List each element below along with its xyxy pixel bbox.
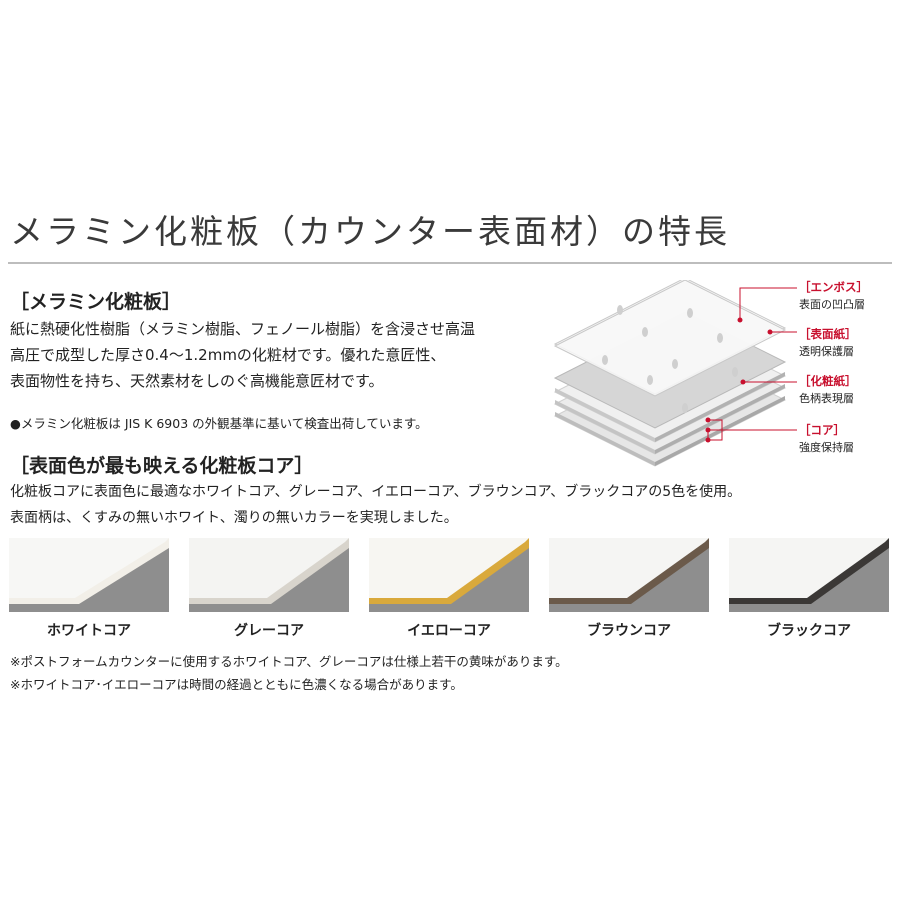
callout-emboss-name: ［エンボス］ bbox=[799, 280, 868, 294]
melamine-text-line-1: 紙に熱硬化性樹脂（メラミン樹脂、フェノール樹脂）を含浸させ高温 bbox=[10, 320, 476, 338]
callout-decor-desc: 色柄表現層 bbox=[799, 392, 854, 405]
emboss-layer bbox=[553, 279, 787, 397]
core-label-gray: グレーコア bbox=[234, 623, 304, 639]
page-title: メラミン化粧板（カウンター表面材）の特長 bbox=[10, 212, 730, 251]
core-swatch-black bbox=[729, 538, 889, 612]
melamine-heading: ［メラミン化粧板］ bbox=[10, 291, 182, 313]
callout-core-desc: 強度保持層 bbox=[799, 441, 854, 454]
callout-decor: ［化粧紙］ 色柄表現層 bbox=[799, 373, 857, 407]
jis-note: ●メラミン化粧板は JIS K 6903 の外観基準に基いて検査出荷しています。 bbox=[10, 416, 428, 431]
callout-overlay-name: ［表面紙］ bbox=[799, 327, 857, 341]
callout-decor-name: ［化粧紙］ bbox=[799, 374, 857, 388]
melamine-text-line-3: 表面物性を持ち、天然素材をしのぐ高機能意匠材です。 bbox=[10, 372, 384, 390]
footnote-1: ※ポストフォームカウンターに使用するホワイトコア、グレーコアは仕様上若干の黄味が… bbox=[10, 654, 568, 669]
core-label-white: ホワイトコア bbox=[47, 623, 131, 639]
core-swatch-gray bbox=[189, 538, 349, 612]
callout-dots bbox=[705, 317, 773, 443]
core-label-brown: ブラウンコア bbox=[587, 623, 671, 639]
title-divider bbox=[8, 262, 892, 264]
callout-emboss-desc: 表面の凹凸層 bbox=[799, 298, 865, 311]
core-swatch-yellow bbox=[369, 538, 529, 612]
droplet-icons bbox=[602, 305, 738, 413]
core-label-black: ブラックコア bbox=[767, 623, 851, 639]
footnote-2: ※ホワイトコア･イエローコアは時間の経過とともに色濃くなる場合があります。 bbox=[10, 677, 463, 692]
core-swatch-white bbox=[9, 538, 169, 612]
core-heading: ［表面色が最も映える化粧板コア］ bbox=[10, 455, 314, 477]
callout-overlay-desc: 透明保護層 bbox=[799, 345, 854, 358]
layer-diagram bbox=[545, 277, 895, 470]
melamine-text-line-2: 高圧で成型した厚さ0.4～1.2mmの化粧材です。優れた意匠性、 bbox=[10, 346, 446, 364]
core-label-yellow: イエローコア bbox=[407, 623, 491, 639]
callout-core: ［コア］ 強度保持層 bbox=[799, 422, 854, 456]
core-text-line-2: 表面柄は、くすみの無いホワイト、濁りの無いカラーを実現しました。 bbox=[10, 510, 458, 526]
core-text-line-1: 化粧板コアに表面色に最適なホワイトコア、グレーコア、イエローコア、ブラウンコア、… bbox=[10, 484, 742, 500]
core-swatch-brown bbox=[549, 538, 709, 612]
callout-emboss: ［エンボス］ 表面の凹凸層 bbox=[799, 279, 868, 313]
callout-lines bbox=[707, 287, 797, 441]
callout-core-name: ［コア］ bbox=[799, 423, 845, 437]
callout-overlay: ［表面紙］ 透明保護層 bbox=[799, 326, 857, 360]
